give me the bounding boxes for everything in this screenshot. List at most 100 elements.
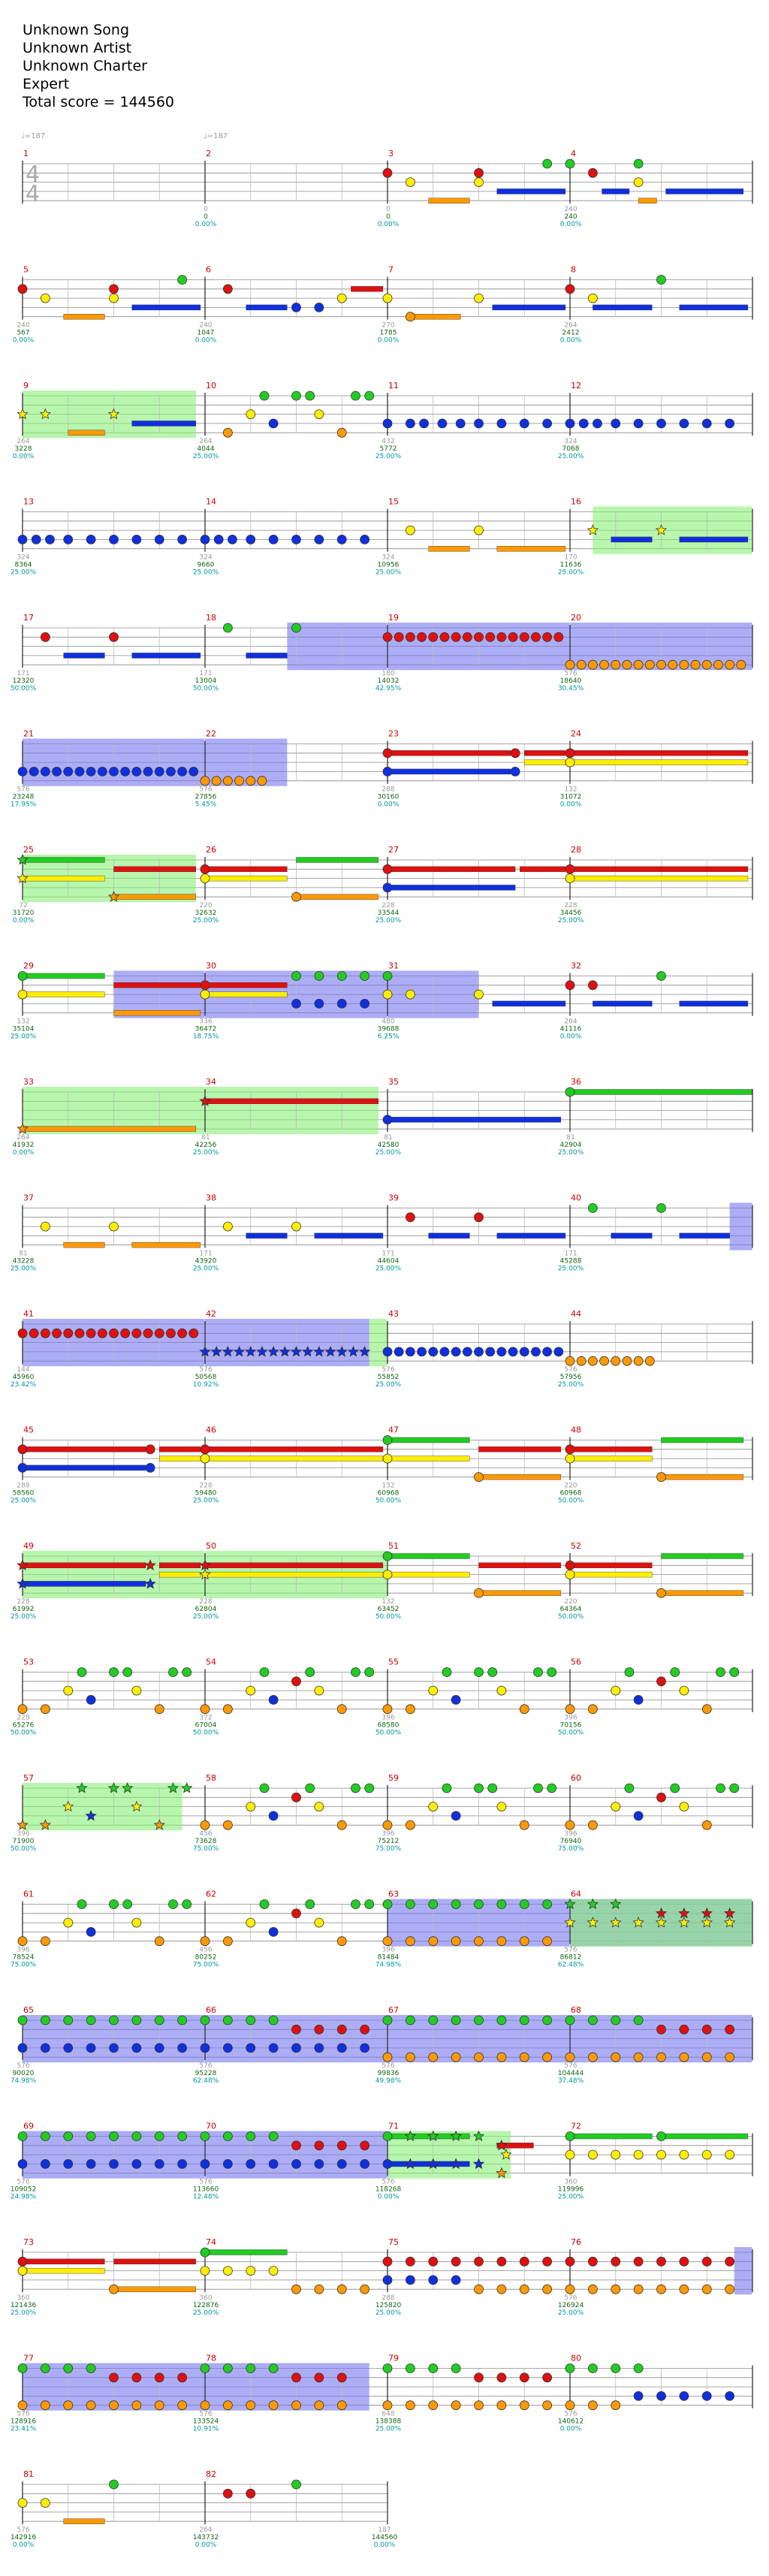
star-power-percent: 0.00% [13,1149,35,1157]
note [611,2149,621,2160]
note [474,1212,484,1223]
note [679,659,689,670]
star-power-percent: 25.00% [558,2309,584,2317]
note [17,284,28,294]
note [382,1453,393,1464]
note [17,971,28,981]
measure-score: 576 [17,2179,29,2186]
note [496,2256,507,2267]
sustain-bar [569,1571,653,1578]
note [257,776,267,786]
note [305,1667,315,1677]
note [360,999,370,1009]
note [565,2015,575,2026]
note [656,418,666,429]
star-power-percent: 74.98% [11,2077,37,2085]
measure-score: 456 [199,1947,212,1954]
note [679,2024,689,2035]
note [200,2131,210,2141]
measure-score: 288 [17,1483,29,1490]
star-note [678,1917,690,1928]
measure-score: 432 [381,438,394,445]
star-note [62,1800,74,1812]
note [725,2256,735,2267]
note [154,1704,164,1715]
star-power-percent: 0.00% [378,337,400,345]
star-note [313,1345,325,1357]
note [222,2266,233,2276]
note [679,418,689,429]
star-power-percent: 50.00% [11,685,37,692]
note [177,2158,188,2169]
note [109,2043,119,2053]
cumulative-score: 57956 [560,1374,582,1381]
star-power-percent: 25.00% [193,569,219,577]
star-power-percent: 25.00% [375,1381,402,1389]
measure-score: 81 [201,1134,210,1142]
note [633,2363,644,2373]
note [565,748,575,759]
sustain-bar [22,991,105,997]
cumulative-score: 128916 [11,2418,37,2426]
cumulative-score: 3228 [15,445,32,453]
note [314,409,324,419]
measure-score: 576 [564,1947,577,1954]
note [86,2131,96,2141]
note [63,2158,74,2169]
measure-score: 220 [564,1483,577,1490]
measure-score: 264 [17,1134,29,1142]
note [168,1667,178,1677]
note [246,776,256,786]
sustain-bar [387,750,511,756]
note [474,1347,484,1357]
sustain-bar [661,1590,744,1596]
note [222,1936,233,1947]
note [474,1936,484,1947]
note [17,1328,28,1338]
note [200,1936,210,1947]
star-power-percent: 25.00% [375,1265,402,1273]
note [131,2043,142,2053]
measure-number: 16 [571,497,581,507]
note [656,1676,666,1687]
note [86,1926,96,1937]
note [633,1694,644,1705]
note [222,1221,233,1232]
note [382,1899,393,1909]
measure-number: 13 [23,497,34,507]
star-power-percent: 10.91% [193,2426,219,2433]
sustain-bar [593,1000,653,1007]
note [63,1917,74,1928]
note [154,2372,164,2383]
measure-number: 33 [23,1077,34,1087]
measure-number: 40 [571,1193,581,1203]
note [542,1936,553,1947]
note [474,632,484,642]
star-note [587,524,599,535]
star-power-percent: 50.00% [193,1730,219,1737]
star-note [347,1345,360,1357]
measure-score: 81 [384,1134,392,1142]
note [542,2284,553,2294]
cumulative-score: 36472 [195,1026,217,1033]
note [542,2052,553,2062]
note [200,980,210,991]
note [439,1347,450,1357]
note [177,275,188,285]
note [405,525,415,535]
sustain-bar [478,1590,562,1596]
note [29,1328,39,1338]
star-power-percent: 0.00% [13,2541,35,2549]
star-power-region [729,1202,752,1250]
note [246,2488,256,2499]
sustain-bar [387,885,516,891]
note [451,2275,461,2285]
star-note [76,1781,88,1793]
sustain-bar [22,973,105,979]
note [587,2284,598,2294]
note [394,1347,404,1357]
note [177,1328,188,1338]
note [474,2015,484,2026]
note [259,1667,270,1677]
note [268,2363,279,2373]
